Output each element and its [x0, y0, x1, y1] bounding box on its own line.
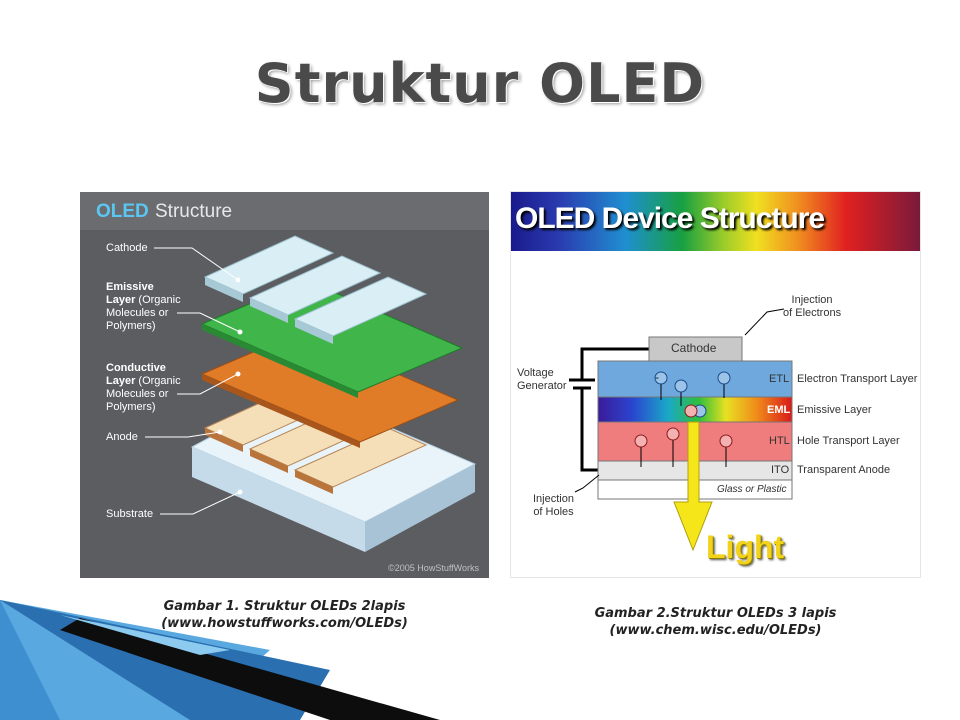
label-cathode: Cathode: [106, 242, 148, 254]
figure2-device-diagram: [569, 308, 793, 552]
label-transparent-anode: Transparent Anode: [797, 464, 891, 476]
caption-figure2: Gambar 2.Struktur OLEDs 3 lapis(www.chem…: [594, 606, 837, 638]
etl-layer: [597, 360, 793, 398]
cathode-block: [648, 336, 743, 362]
figure2-banner: OLED Device Structure: [511, 192, 920, 251]
label-emissive-layer: Emissive Layer (Organic Molecules or Pol…: [106, 281, 181, 332]
label-electron-transport-layer: Electron Transport Layer: [797, 373, 918, 385]
caption-figure1: Gambar 1. Struktur OLEDs 2lapis(www.hows…: [161, 599, 408, 631]
figure1-header-oled: OLED: [96, 201, 149, 222]
label-hole-transport-layer: Hole Transport Layer: [797, 435, 900, 447]
light-arrow: [673, 421, 713, 552]
figure-oled-structure: OLED Structure: [80, 192, 489, 578]
label-light: Light: [706, 529, 785, 565]
hole-symbols: [634, 404, 733, 467]
label-eml: EML: [767, 404, 791, 416]
figure1-layers-illustration: [145, 235, 477, 552]
label-ito: ITO: [771, 464, 790, 476]
circuit-wire: [580, 347, 649, 472]
etl-electron-symbol: -: [655, 370, 659, 384]
label-etl: ETL: [769, 373, 790, 385]
electron-symbols: [654, 371, 731, 418]
label-cathode: Cathode: [671, 341, 717, 355]
label-substrate: Substrate: [106, 508, 154, 520]
figure2-banner-title: OLED Device Structure: [515, 202, 825, 235]
figure1-header: OLED Structure: [80, 192, 489, 230]
page-title: Struktur OLED: [254, 52, 706, 115]
label-anode: Anode: [106, 431, 138, 443]
injection-holes-pointer: [574, 474, 600, 493]
label-conductive-layer: Conductive Layer (Organic Molecules or P…: [106, 362, 181, 413]
decorative-swoosh: [0, 600, 440, 720]
injection-electrons-pointer: [744, 308, 785, 336]
copyright-text: ©2005 HowStuffWorks: [388, 563, 479, 573]
label-htl: HTL: [769, 435, 790, 447]
figure1-leader-lines: [145, 247, 241, 515]
label-glass-or-plastic: Glass or Plastic: [717, 484, 787, 495]
label-emissive-layer: Emissive Layer: [797, 404, 872, 416]
figure1-leader-dots: [217, 277, 243, 495]
figure-oled-device-structure: OLED Device Structure: [510, 191, 921, 578]
battery-symbol: [569, 378, 595, 390]
figure1-header-structure: Structure: [155, 201, 233, 222]
